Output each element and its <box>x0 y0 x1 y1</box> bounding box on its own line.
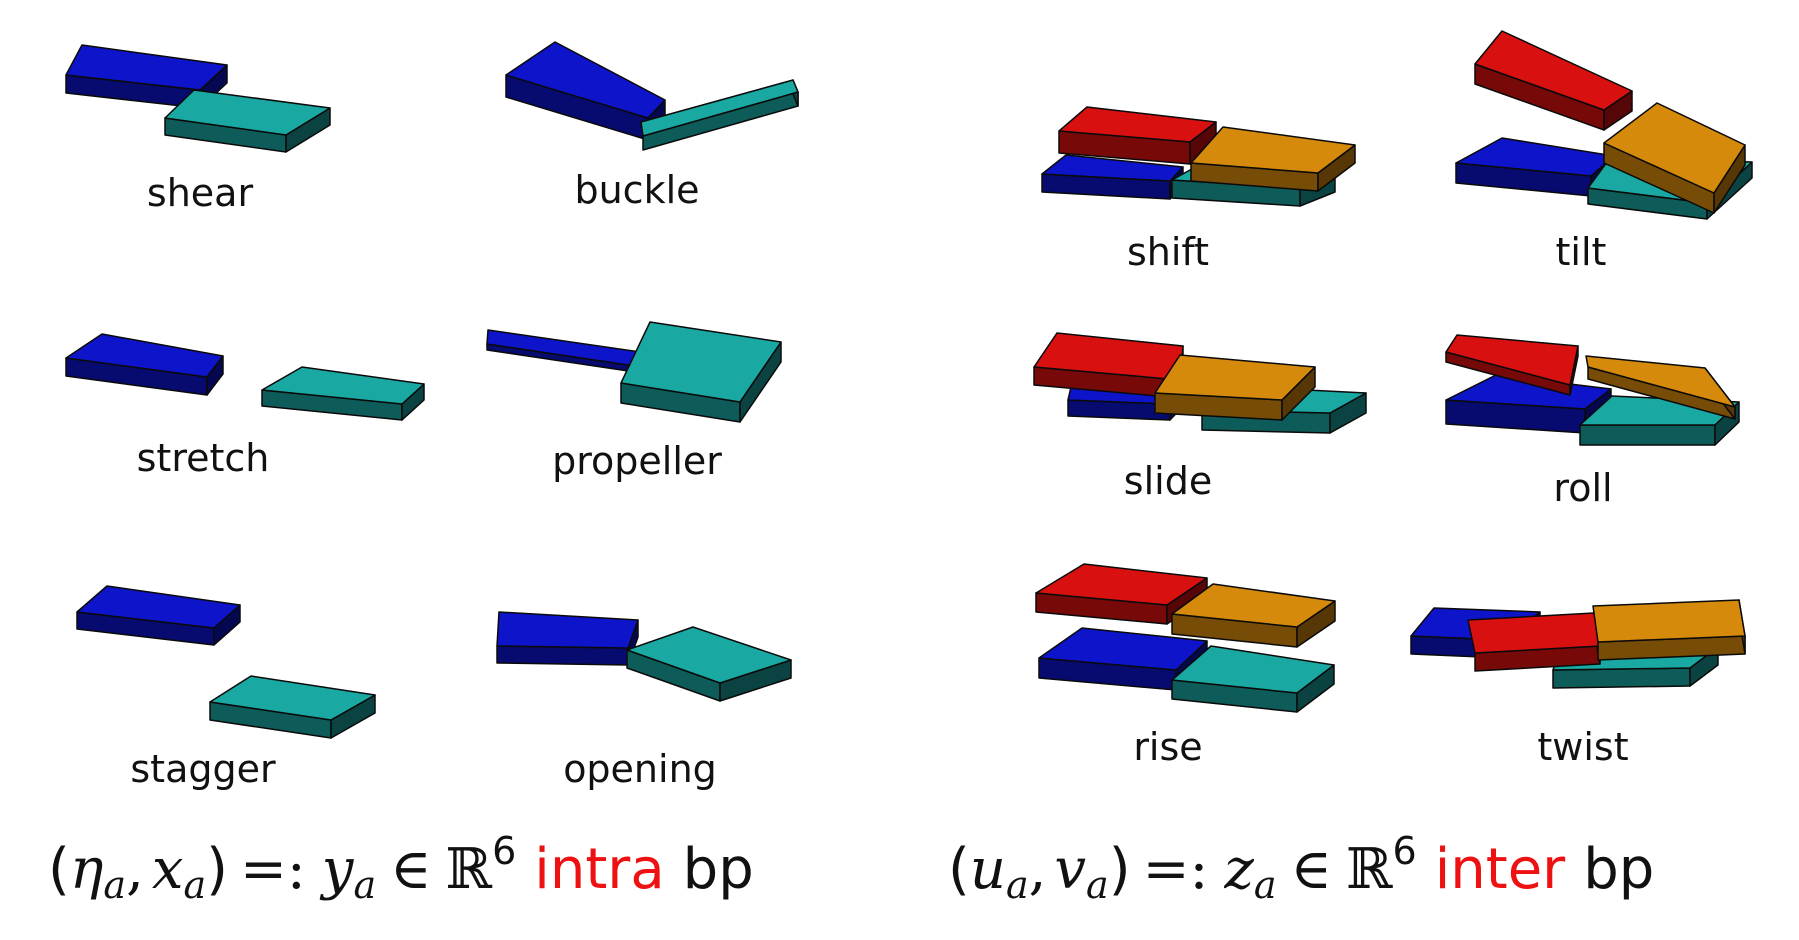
roll-red-block-top-face <box>1445 334 1579 386</box>
shift-blue-block-top-face <box>1041 154 1184 182</box>
label-tilt: tilt <box>1556 230 1607 274</box>
shift-orange-block-top-face <box>1190 126 1356 174</box>
stretch-blue-block-top-face <box>65 333 224 378</box>
rise-blue-block-top-face <box>1038 627 1208 671</box>
rise-teal-block-top-face <box>1171 645 1335 694</box>
roll-orange-block <box>1585 355 1736 420</box>
twist-orange-block-top-face <box>1592 599 1746 643</box>
rise-teal-block <box>1171 645 1335 713</box>
twist-red-block <box>1467 612 1601 672</box>
stretch-teal-block <box>261 366 425 421</box>
label-shift: shift <box>1127 230 1209 274</box>
twist-orange-block <box>1592 599 1746 661</box>
label-stretch: stretch <box>137 436 270 480</box>
opening-blue-block-front-face <box>496 645 629 666</box>
shift-red-block <box>1058 106 1217 165</box>
label-propeller: propeller <box>552 439 722 483</box>
buckle-blue-block-top-face <box>505 41 666 119</box>
opening-teal-block <box>626 626 792 702</box>
stretch-teal-block-top-face <box>261 366 425 405</box>
slide-orange-block-top-face <box>1154 354 1316 401</box>
roll-teal-block-front-face <box>1579 424 1716 446</box>
label-rise: rise <box>1133 725 1202 769</box>
rise-red-block-top-face <box>1035 563 1208 606</box>
tilt-orange-block <box>1603 102 1746 214</box>
buckle-teal-block-top-face <box>640 79 799 137</box>
shift-orange-block <box>1190 126 1356 192</box>
stagger-blue-block <box>76 585 241 646</box>
rise-red-block <box>1035 563 1208 625</box>
shear-blue-block <box>65 44 228 109</box>
slide-orange-block <box>1154 354 1316 421</box>
twist-red-block-top-face <box>1467 612 1601 654</box>
tilt-orange-block-top-face <box>1603 102 1746 194</box>
twist-teal-block-front-face <box>1552 667 1691 689</box>
block-illustrations <box>65 30 1753 739</box>
propeller-teal-block <box>620 321 782 423</box>
label-roll: roll <box>1553 466 1612 510</box>
tilt-red-block <box>1474 30 1633 131</box>
stretch-blue-block <box>65 333 224 396</box>
shear-blue-block-top-face <box>65 44 228 91</box>
roll-orange-block-top-face <box>1585 355 1736 408</box>
tilt-blue-block-top-face <box>1455 137 1615 177</box>
propeller-teal-block-top-face <box>620 321 782 403</box>
label-buckle: buckle <box>574 168 699 212</box>
rise-orange-block <box>1171 583 1336 648</box>
opening-blue-block-top-face <box>496 611 639 649</box>
buckle-teal-block <box>640 79 799 151</box>
tilt-red-block-top-face <box>1474 30 1633 111</box>
rise-orange-block-top-face <box>1171 583 1336 628</box>
label-shear: shear <box>147 171 254 215</box>
opening-teal-block-top-face <box>626 626 792 684</box>
label-twist: twist <box>1537 725 1628 769</box>
label-stagger: stagger <box>130 747 276 791</box>
label-opening: opening <box>563 747 717 791</box>
stagger-teal-block <box>209 675 376 739</box>
shear-teal-block-top-face <box>164 89 331 136</box>
roll-red-block <box>1445 334 1579 396</box>
shear-teal-block <box>164 89 331 153</box>
stagger-teal-block-top-face <box>209 675 376 721</box>
propeller-blue-block <box>486 329 641 373</box>
stagger-blue-block-top-face <box>76 585 241 629</box>
label-slide: slide <box>1124 459 1212 503</box>
opening-blue-block <box>496 611 639 666</box>
shift-red-block-top-face <box>1058 106 1217 143</box>
